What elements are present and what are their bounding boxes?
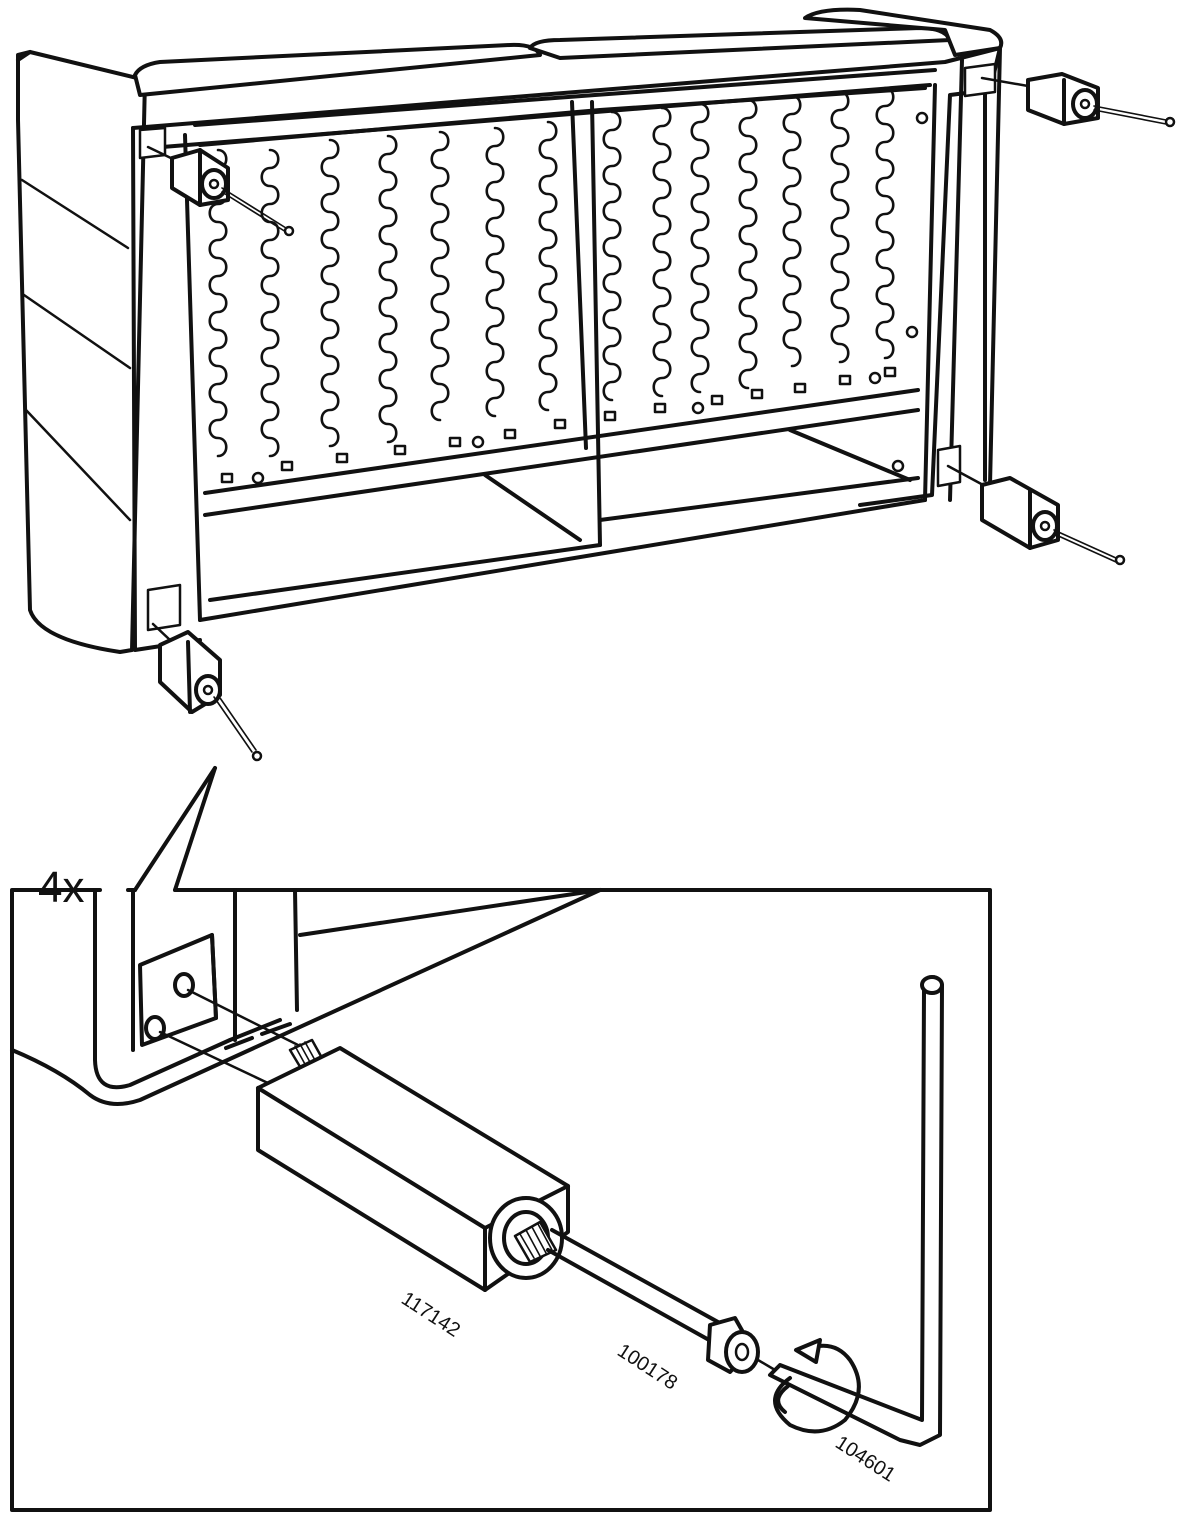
part-number-hexkey: 104601 (831, 1432, 899, 1487)
spring-clips (220, 111, 929, 485)
part-number-bolt: 100178 (613, 1340, 681, 1395)
spring (320, 138, 340, 448)
spring (830, 90, 850, 364)
spring (690, 102, 710, 394)
spring (430, 130, 450, 422)
quantity-label: 4x (38, 863, 84, 912)
mounting-plates (138, 62, 997, 632)
spring (208, 148, 228, 458)
spring (738, 98, 758, 390)
spring (538, 120, 558, 412)
sofa-frame (16, 7, 1004, 654)
part-number-leg: 117142 (397, 1288, 464, 1342)
detail-scene (10, 888, 944, 1447)
bolt-threads (519, 1223, 553, 1259)
spring (875, 86, 895, 360)
leg-bottom-right (946, 464, 1126, 566)
leg-bottom-left (151, 622, 263, 762)
leg-top-left (146, 145, 295, 237)
leg-top-right (980, 72, 1176, 128)
spring-rows (208, 86, 895, 458)
spring (782, 94, 802, 368)
spring (260, 148, 280, 458)
spring (602, 110, 622, 402)
spring (485, 126, 505, 418)
spring (378, 134, 398, 444)
spring (652, 106, 672, 398)
detail-callout (10, 766, 992, 1512)
